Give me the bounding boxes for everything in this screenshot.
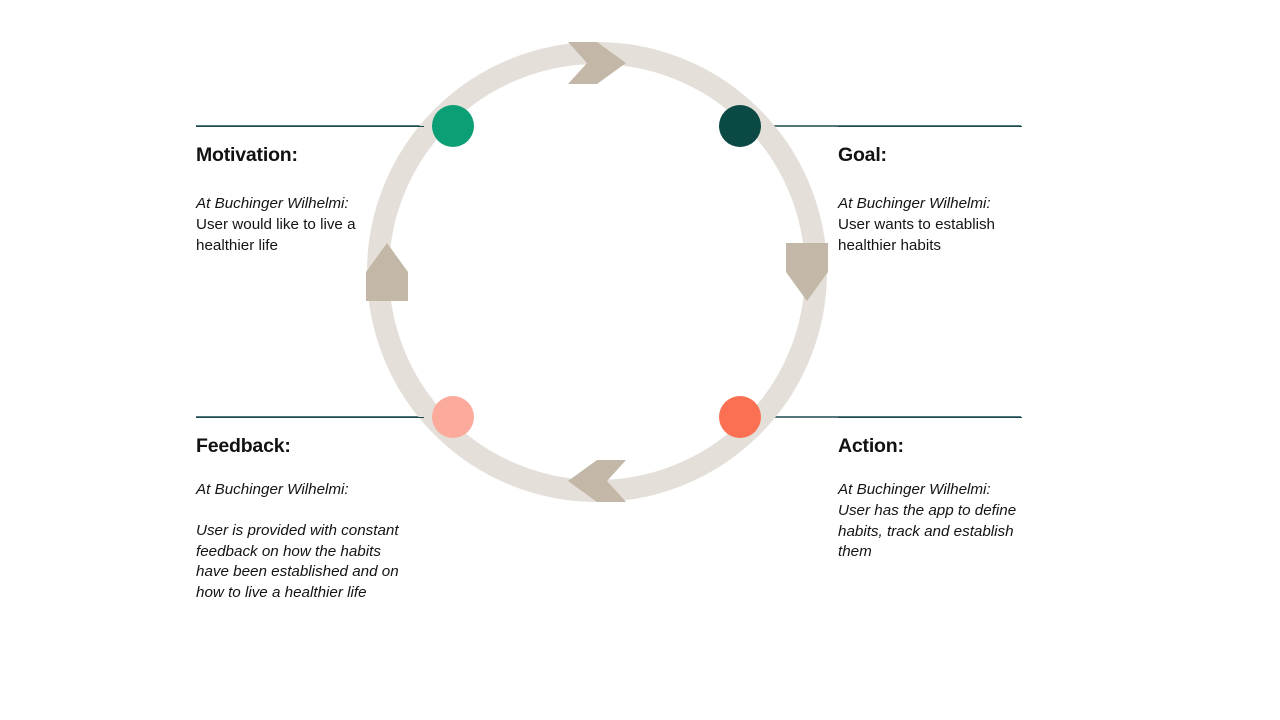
lede-action: At Buchinger Wilhelmi: <box>838 481 991 499</box>
quadrant-motivation: Motivation: At Buchinger Wilhelmi: User … <box>196 126 424 256</box>
node-action[interactable] <box>719 396 761 438</box>
body-goal: At Buchinger Wilhelmi: User wants to est… <box>838 194 1038 256</box>
heading-feedback: Feedback: <box>196 435 291 457</box>
body-action: At Buchinger Wilhelmi: User has the app … <box>838 480 1038 562</box>
lede-motivation: At Buchinger Wilhelmi: <box>196 195 349 213</box>
quadrant-action: Action: At Buchinger Wilhelmi: User has … <box>838 417 1038 563</box>
heading-motivation: Motivation: <box>196 144 298 166</box>
lede-goal: At Buchinger Wilhelmi: <box>838 195 991 213</box>
body-motivation: At Buchinger Wilhelmi: User would like t… <box>196 194 411 256</box>
node-motivation[interactable] <box>432 105 474 147</box>
arrow-right-icon <box>786 243 828 301</box>
arrow-left-icon <box>366 243 408 301</box>
arrow-top-icon <box>568 42 626 84</box>
quadrant-goal: Goal: At Buchinger Wilhelmi: User wants … <box>838 126 1038 256</box>
arrow-bottom-icon <box>568 460 626 502</box>
quadrant-rule-feedback <box>196 417 424 418</box>
lede-feedback: At Buchinger Wilhelmi: <box>196 481 349 499</box>
body-text-action: User has the app to define habits, track… <box>838 502 1017 561</box>
node-goal[interactable] <box>719 105 761 147</box>
body-text-feedback: User is provided with constant feedback … <box>196 522 399 601</box>
node-feedback[interactable] <box>432 396 474 438</box>
quadrant-rule-motivation <box>196 126 424 127</box>
quadrant-rule-goal <box>838 126 1022 127</box>
heading-action: Action: <box>838 435 904 457</box>
body-feedback: At Buchinger Wilhelmi: User is provided … <box>196 480 411 603</box>
quadrant-rule-action <box>838 417 1022 418</box>
body-text-goal: User wants to establish healthier habits <box>838 216 996 254</box>
quadrant-feedback: Feedback: At Buchinger Wilhelmi: User is… <box>196 417 424 603</box>
body-text-motivation: User would like to live a healthier life <box>196 216 356 254</box>
heading-goal: Goal: <box>838 144 887 166</box>
